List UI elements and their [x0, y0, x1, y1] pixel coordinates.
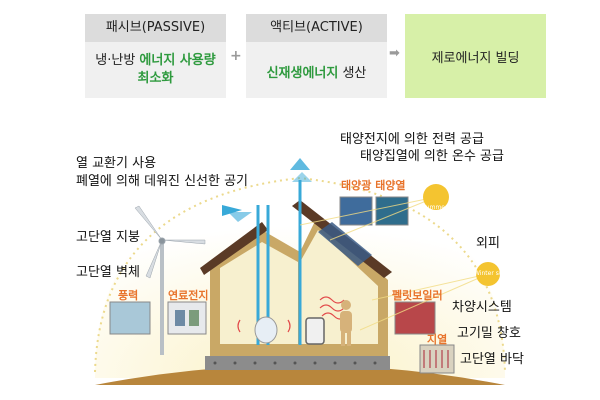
foundation: [205, 356, 390, 370]
ground: [95, 365, 505, 385]
geothermal-label: 지열: [427, 333, 448, 346]
active-title: 액티브(ACTIVE): [246, 14, 387, 42]
passive-title: 패시브(PASSIVE): [85, 14, 226, 42]
geothermal-photo: [419, 344, 455, 374]
boiler-unit: [305, 317, 325, 345]
arrow-icon: ➡: [389, 46, 400, 61]
insulated-wall-label: 고단열 벽체: [76, 265, 140, 280]
insulated-floor-label: 고단열 바닥: [460, 352, 524, 367]
fuel-cell-photo: [167, 301, 207, 335]
heat-exchanger-label-2: 폐열에 의해 데워진 신선한 공기: [76, 174, 249, 189]
plus-sign: +: [230, 48, 242, 64]
result-box: 제로에너지 빌딩: [405, 14, 546, 98]
foundation-dots: [213, 361, 377, 365]
active-desc-plain: 생산: [338, 66, 367, 81]
pellet-boiler-label: 펠릿보일러: [392, 289, 443, 302]
roof-solar-panel: [318, 222, 372, 266]
insulated-roof-label: 고단열 지붕: [76, 230, 140, 245]
solar-thermal-photo: [375, 196, 409, 226]
passive-desc-green-2: 최소화: [137, 71, 174, 86]
sun-rays: [299, 196, 489, 331]
pellet-boiler-photo: [394, 301, 436, 335]
passive-desc-plain: 냉·난방: [95, 53, 140, 68]
heat-waves: [237, 296, 347, 333]
summer-sun-icon: [423, 184, 449, 210]
result-title: 제로에너지 빌딩: [431, 51, 520, 66]
shading-system-label: 차양시스템: [452, 300, 512, 315]
fuel-cell-label: 연료전지: [168, 289, 209, 302]
house-floor: [210, 344, 388, 356]
air-flow-arrows: [222, 158, 312, 222]
wind-power-label: 풍력: [118, 289, 139, 302]
solar-collector-label: 태양집열에 의한 온수 공급: [360, 149, 504, 164]
active-desc: 신재생에너지 생산: [246, 62, 387, 81]
winter-sun-label: Winter sun: [474, 270, 507, 277]
airtight-window-label: 고기밀 창호: [457, 326, 521, 341]
active-desc-green: 신재생에너지: [266, 66, 339, 81]
solar-pv-thermal-label: 태양광 태양열: [341, 179, 406, 192]
wind-turbine: [134, 205, 206, 355]
wind-photo: [109, 301, 151, 335]
roof-left: [200, 222, 268, 275]
heat-exchanger-label-1: 열 교환기 사용: [76, 156, 157, 171]
active-box: 액티브(ACTIVE) 신재생에너지 생산: [246, 14, 387, 98]
passive-box: 패시브(PASSIVE) 냉·난방 에너지 사용량 최소화: [85, 14, 226, 98]
envelope-dotted-line: [94, 176, 506, 373]
person-silhouette: [340, 300, 352, 346]
solar-cell-label: 태양전지에 의한 전력 공급: [340, 132, 484, 147]
heat-exchanger-unit: [254, 316, 278, 344]
summer-sun-label: Summer sun: [422, 204, 461, 211]
passive-desc-green: 에너지 사용량: [139, 53, 216, 68]
outer-skin-label: 외피: [476, 236, 500, 251]
passive-desc: 냉·난방 에너지 사용량 최소화: [85, 52, 226, 88]
winter-sun-icon: [476, 262, 500, 286]
